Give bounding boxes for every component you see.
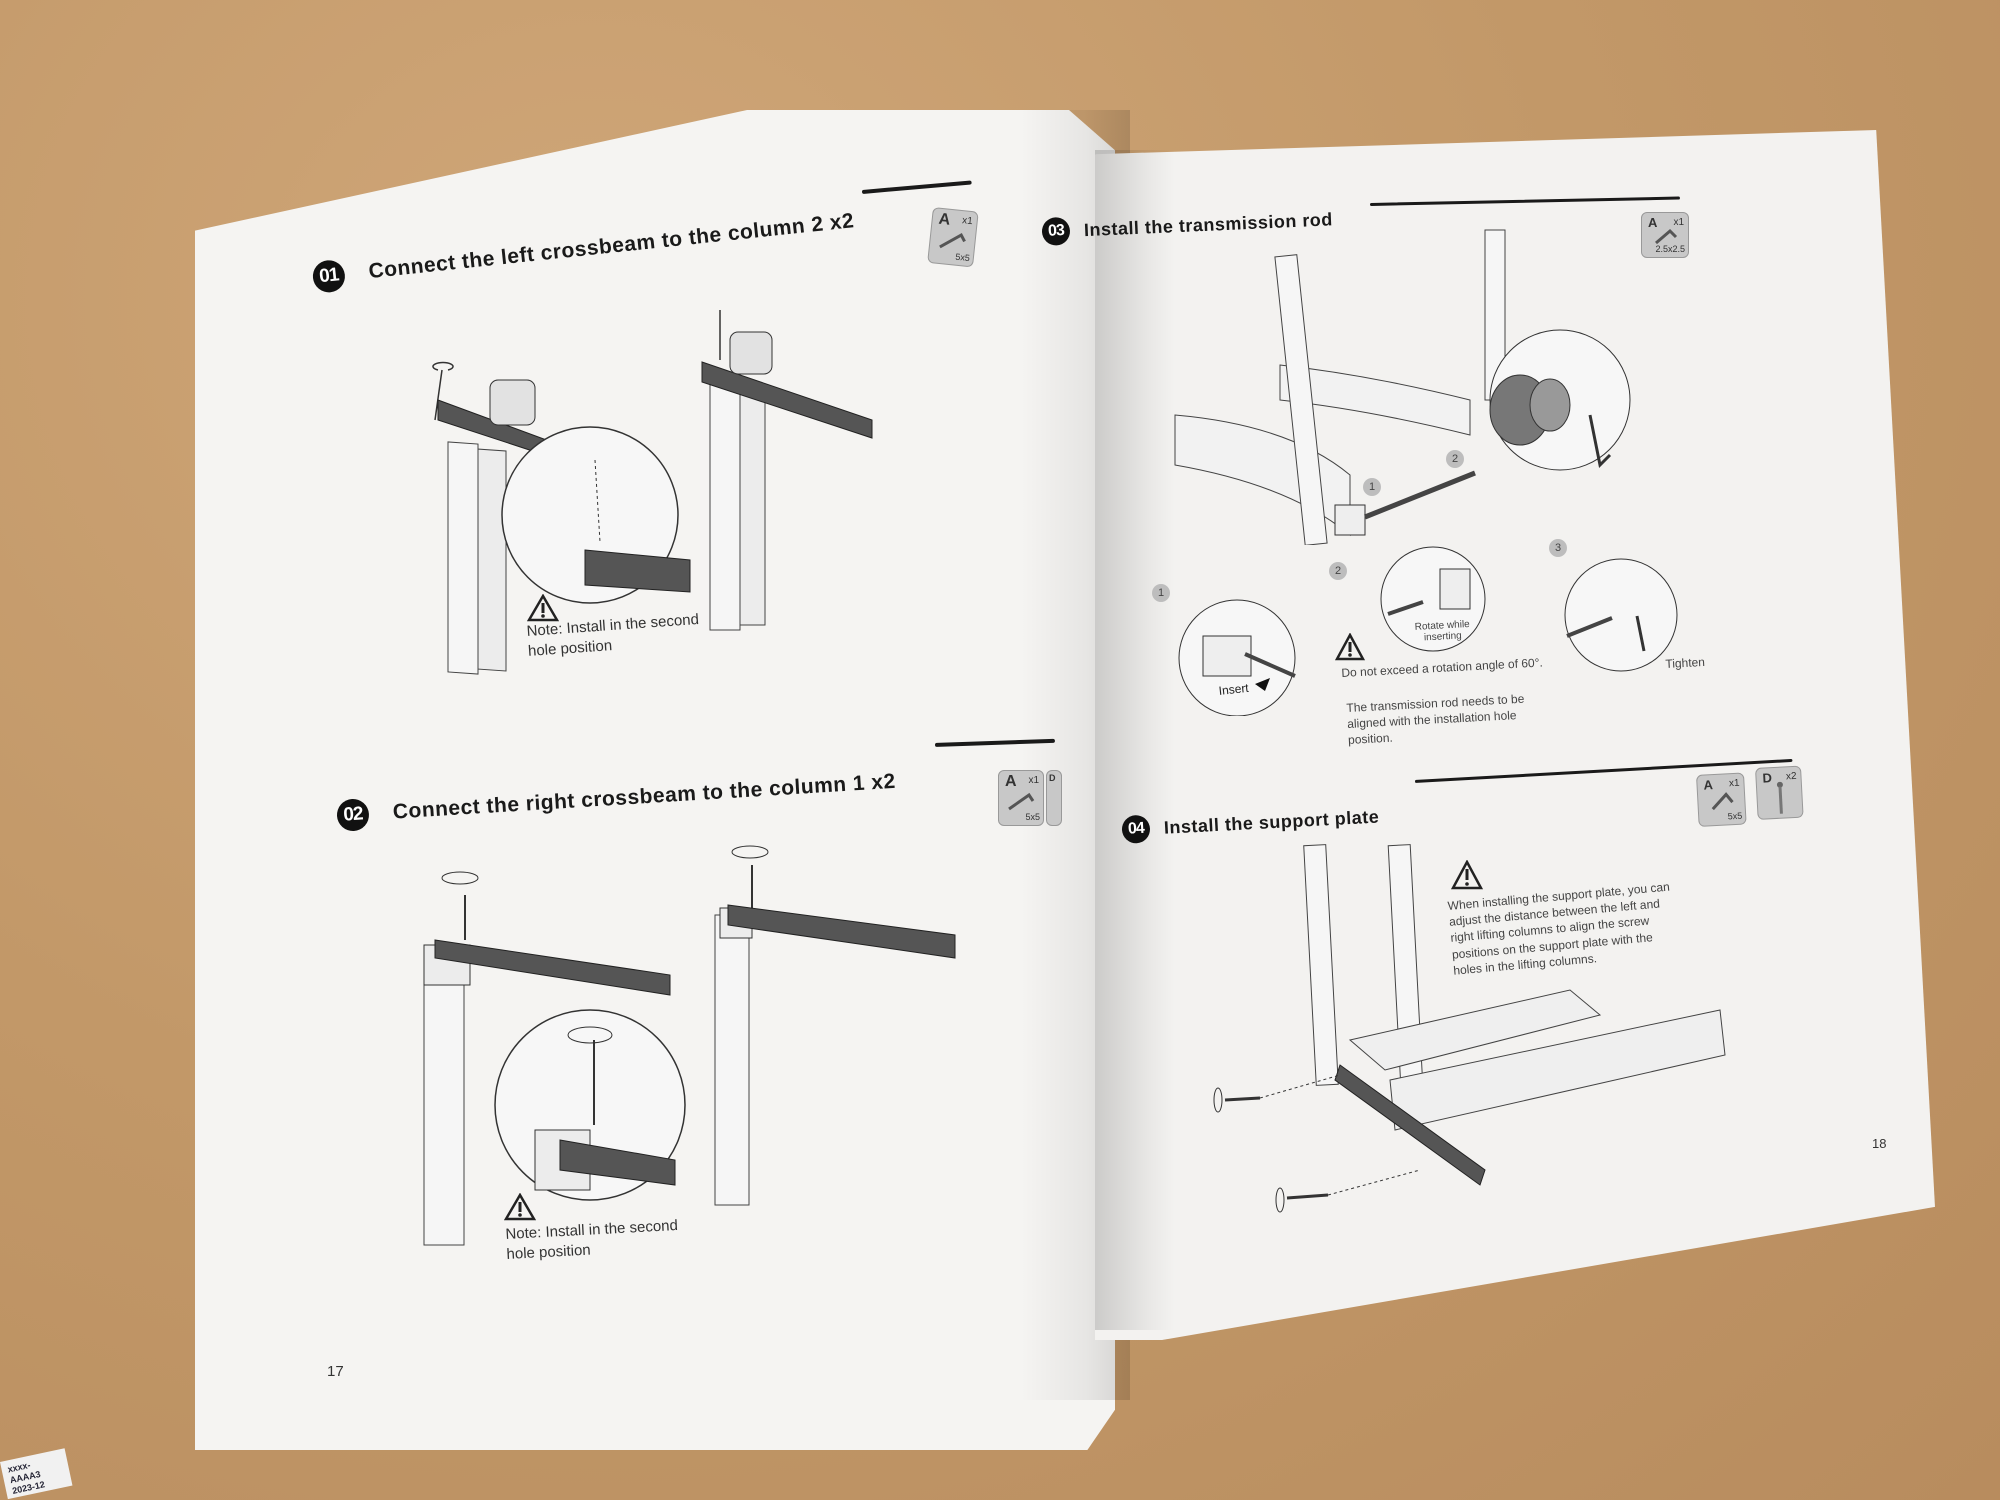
tool-badge-allen-key: A x1 5x5 (998, 770, 1044, 826)
label-sticker: xxxx-AAAA3 2023-12 (0, 1448, 73, 1500)
screw-icon (1776, 781, 1783, 814)
step-number-badge: 02 (336, 798, 370, 832)
callout-number-2: 2 (1446, 450, 1464, 468)
tool-letter: D (1049, 773, 1056, 783)
allen-key-icon (1711, 792, 1734, 811)
tool-qty: x1 (1728, 777, 1740, 790)
tool-qty: x1 (1673, 217, 1684, 228)
tool-badge-allen-key: A x1 2.5x2.5 (1641, 212, 1689, 258)
warning-icon (527, 594, 559, 622)
step-number-badge: 03 (1041, 216, 1071, 246)
callout-number-1: 1 (1363, 478, 1381, 496)
tool-badge-screw: D (1046, 770, 1062, 826)
callout-label-rotate: Rotate while inserting (1414, 618, 1471, 644)
step-03-note: The transmission rod needs to be aligned… (1346, 691, 1525, 748)
left-page (195, 110, 1115, 1450)
callout-number-1: 1 (1152, 584, 1170, 602)
right-page (1095, 130, 1935, 1340)
step-03-illustration (1174, 229, 1631, 545)
warning-icon (1451, 860, 1483, 890)
step-number-badge: 04 (1121, 814, 1151, 844)
callout-number-3: 3 (1549, 539, 1567, 557)
tool-qty: x2 (1785, 770, 1797, 783)
step-number-badge: 01 (311, 258, 347, 294)
page-number-17: 17 (327, 1363, 344, 1380)
tool-qty: x1 (961, 215, 974, 228)
page-number-18: 18 (1872, 1136, 1887, 1151)
step-02-illustration (423, 845, 956, 1246)
right-page-spine-shadow (1095, 150, 1175, 1330)
tighten-detail-illustration (1564, 558, 1678, 672)
rotate-detail-illustration (1380, 546, 1486, 652)
step-04-illustration (1213, 844, 1726, 1213)
tool-letter: D (1762, 770, 1773, 786)
callout-label-tighten: Tighten (1665, 654, 1706, 671)
insert-detail-illustration (1178, 599, 1296, 716)
tool-size: 2.5x2.5 (1655, 244, 1685, 254)
allen-key-icon (1655, 228, 1678, 245)
callout-number-2: 2 (1329, 562, 1347, 580)
tool-letter: A (1005, 773, 1017, 790)
tool-badge-screw: D x2 (1755, 765, 1804, 820)
tool-size: 5x5 (954, 251, 971, 264)
allen-key-icon (1008, 792, 1035, 811)
warning-icon (504, 1193, 536, 1221)
tool-size: 5x5 (1727, 810, 1743, 822)
tool-letter: A (1648, 215, 1658, 230)
tool-size: 5x5 (1025, 812, 1040, 822)
tool-qty: x1 (1028, 775, 1039, 786)
warning-icon (1335, 633, 1365, 661)
tool-badge-allen-key: A x1 5x5 (927, 207, 979, 268)
step-01-illustration (432, 310, 873, 675)
tool-badge-allen-key: A x1 5x5 (1696, 772, 1747, 827)
allen-key-icon (939, 233, 966, 249)
